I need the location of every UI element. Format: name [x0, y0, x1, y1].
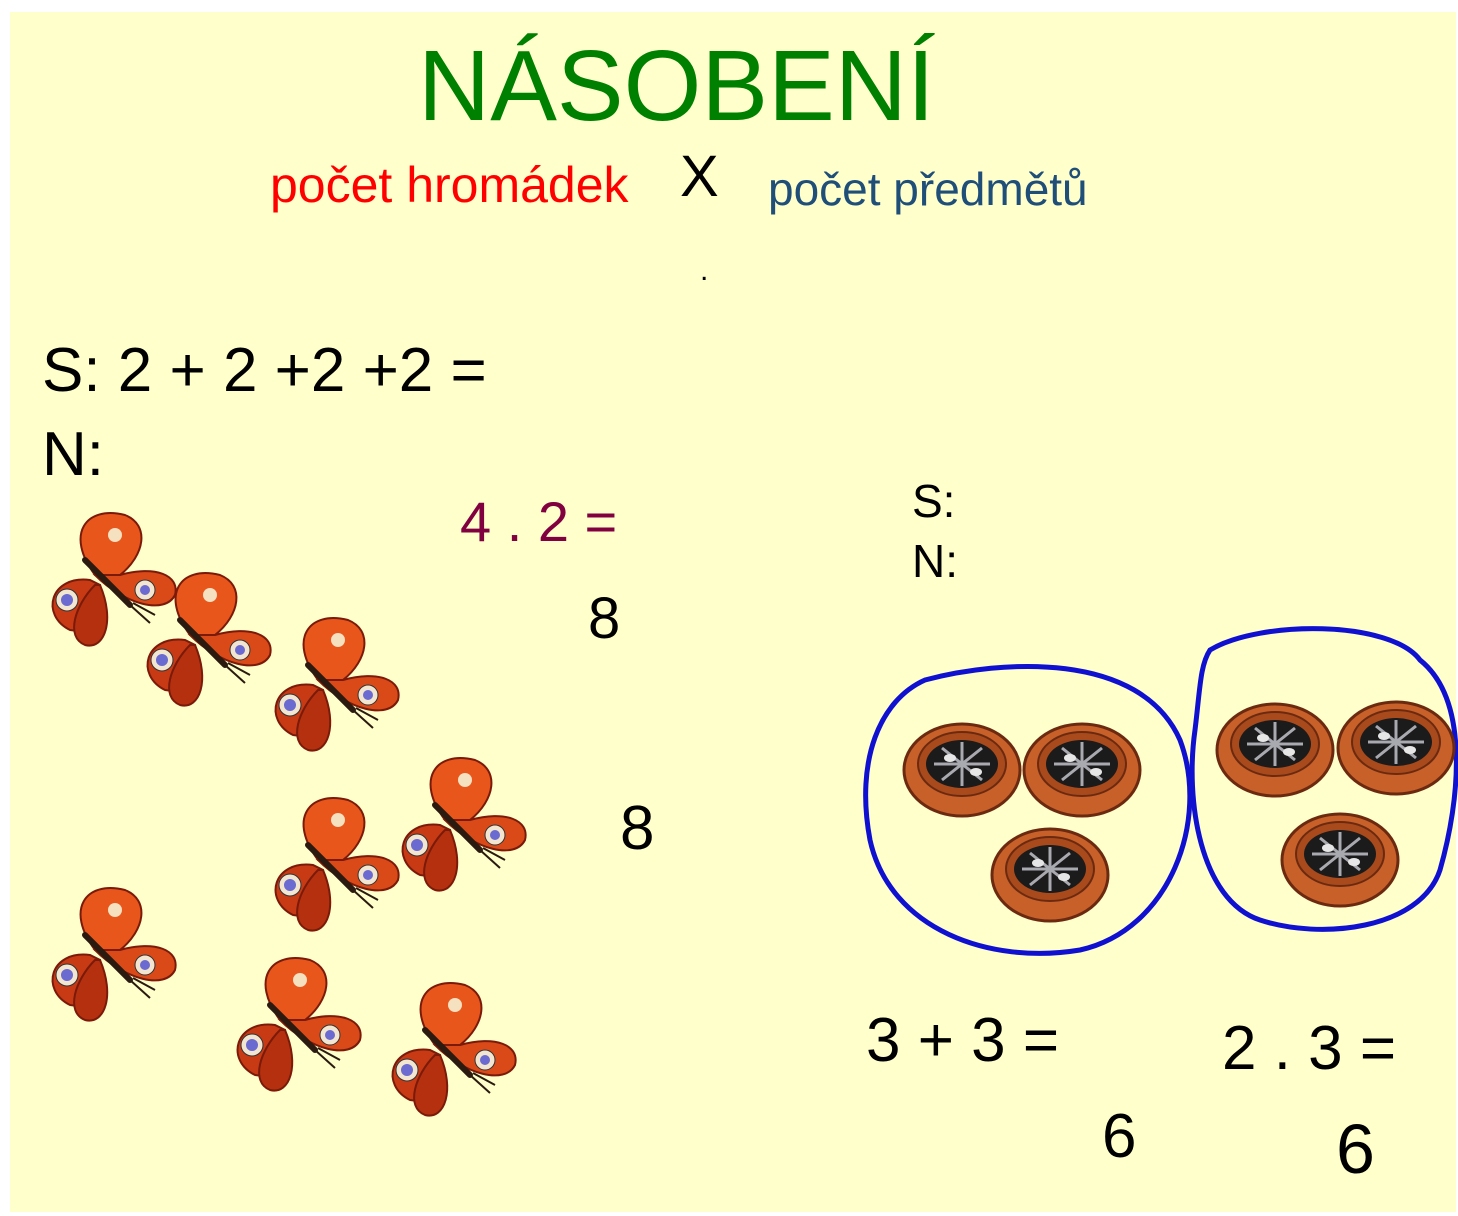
group-circle-right — [1189, 626, 1458, 932]
butterfly-icon — [53, 888, 176, 1020]
group-circle-left — [863, 663, 1193, 956]
butterfly-icon — [276, 798, 399, 930]
addition-baskets: 3 + 3 = — [866, 1006, 1060, 1075]
basket-icon — [1022, 722, 1142, 818]
multiplication-butterflies: 4 . 2 = — [460, 490, 618, 553]
butterfly-icon — [53, 513, 176, 645]
result-sum-baskets: 6 — [1102, 1102, 1137, 1171]
subtitle-item-count: počet předmětů — [768, 163, 1088, 215]
basket-icon — [1336, 700, 1456, 796]
basket-icon — [1280, 812, 1400, 908]
slide-background — [10, 12, 1456, 1212]
basket-icon — [1215, 702, 1335, 798]
subtitle-operator: X — [680, 144, 719, 209]
butterfly-icon — [276, 618, 399, 750]
result-mult-butterflies: 8 — [588, 586, 621, 651]
page-title: NÁSOBENÍ — [418, 30, 935, 142]
sum-line-butterflies: S: 2 + 2 +2 +2 = — [42, 336, 487, 405]
subtitle-dot: . — [700, 254, 709, 287]
butterfly-icon — [238, 958, 361, 1090]
result-sum-butterflies: 8 — [620, 794, 655, 863]
mult-label-baskets: N: — [912, 535, 958, 587]
mult-label-butterflies: N: — [42, 420, 104, 489]
multiplication-baskets: 2 . 3 = — [1222, 1014, 1397, 1083]
subtitle-pile-count: počet hromádek — [270, 157, 629, 213]
butterfly-icon — [393, 983, 516, 1115]
sum-label-baskets: S: — [912, 475, 956, 527]
result-mult-baskets: 6 — [1336, 1110, 1375, 1188]
butterfly-icon — [403, 758, 526, 890]
basket-icon — [902, 722, 1022, 818]
basket-icon — [990, 827, 1110, 923]
